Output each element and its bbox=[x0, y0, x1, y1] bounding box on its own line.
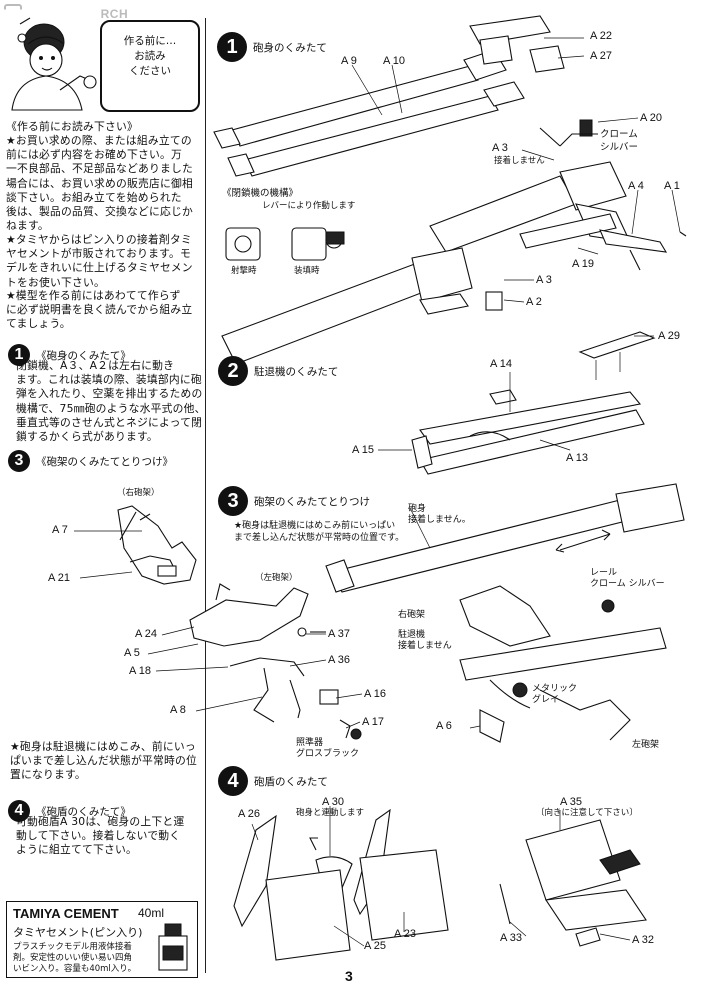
part-label: A 23 bbox=[394, 928, 417, 940]
gunsight-note: 照準器 グロスブラック bbox=[296, 738, 360, 759]
part-label: A 37 bbox=[328, 628, 351, 640]
step-number-badge: 3 bbox=[218, 486, 248, 516]
step-title: 駐退機のくみたて bbox=[254, 365, 339, 378]
step-title: 砲盾のくみたて bbox=[254, 775, 328, 788]
fire-position-label: 射撃時 bbox=[231, 266, 257, 276]
right-step-3-header: 3 砲架のくみたてとりつけ bbox=[218, 486, 370, 516]
part-label: A 1 bbox=[664, 180, 680, 192]
step-3-note: ★砲身は駐退機にはめこみ前にいっぱい まで差し込んだ状態が平常時の位置です。 bbox=[234, 521, 405, 543]
right-carriage-label-2: 右砲架 bbox=[398, 610, 426, 620]
step-body: 可動砲盾A 30は、砲身の上下と運 動して下さい。接着しないで動く ように組立て… bbox=[16, 815, 185, 857]
rail-note: レール クローム シルバー bbox=[590, 568, 665, 589]
part-label: A 26 bbox=[238, 808, 261, 820]
part-label: A 9 bbox=[341, 55, 357, 67]
step-number-badge: 1 bbox=[217, 32, 247, 62]
right-step-2-header: 2 駐退機のくみたて bbox=[218, 356, 338, 386]
part-label: A 3 bbox=[536, 274, 552, 286]
right-step-1-header: 1 砲身のくみたて bbox=[217, 32, 327, 62]
part-label: A 6 bbox=[436, 720, 452, 732]
intro-paragraph: ★お買い求めの際、または組み立ての 前には必ず内容をお確め下さい。万 一不良部品… bbox=[6, 134, 193, 233]
part-label: A 17 bbox=[362, 716, 385, 728]
step-body: 閉鎖機、A３、A２は左右に動き ます。これは装填の際、装填部内に砲 弾を入れたり… bbox=[16, 359, 206, 444]
tamiya-cement-ad: TAMIYA CEMENT 40ml タミヤセメント(ピン入り) プラスチックモ… bbox=[6, 901, 198, 978]
part-label: A 22 bbox=[590, 30, 613, 42]
metallic-grey-note: メタリック グレイ bbox=[532, 684, 578, 705]
step-title: 砲身のくみたて bbox=[253, 41, 327, 54]
part-label: A 19 bbox=[572, 258, 595, 270]
part-label: A 8 bbox=[170, 704, 186, 716]
recoil-note: 駐退機 接着しません bbox=[398, 630, 452, 651]
part-label: A 21 bbox=[48, 572, 71, 584]
breech-mechanism-title: 《閉鎖機の機構》 bbox=[222, 188, 299, 199]
part-label: A 7 bbox=[52, 524, 68, 536]
part-label: A 13 bbox=[566, 452, 589, 464]
part-label: A 10 bbox=[383, 55, 406, 67]
step-title: 《砲身のくみたて》 bbox=[36, 349, 131, 362]
part-label: A 14 bbox=[490, 358, 513, 370]
part-label: A 24 bbox=[135, 628, 158, 640]
page-number: 3 bbox=[345, 968, 353, 984]
speech-line: ください bbox=[129, 65, 171, 77]
part-label: A 27 bbox=[590, 50, 613, 62]
speech-line: 作る前に… bbox=[123, 35, 177, 47]
intro-paragraph: ★タミヤからはピン入りの接着剤タミ ヤセメントが市販されております。モ デルをき… bbox=[6, 233, 193, 289]
right-step-4-header: 4 砲盾のくみたて bbox=[218, 766, 328, 796]
part-label: A 16 bbox=[364, 688, 387, 700]
step-number-badge: 3 bbox=[8, 450, 30, 472]
step-title: 《砲盾のくみたて》 bbox=[36, 805, 131, 818]
speech-bubble: 作る前に… お読み ください bbox=[100, 20, 200, 112]
part-label: A 2 bbox=[526, 296, 542, 308]
part-label: A 30 bbox=[322, 796, 345, 808]
linked-note: 砲身と連動します bbox=[296, 808, 365, 818]
left-carriage-label-2: 左砲架 bbox=[632, 740, 660, 750]
part-label: A 3 bbox=[492, 142, 508, 154]
step-number-badge: 2 bbox=[218, 356, 248, 386]
part-label: A 35 bbox=[560, 796, 583, 808]
step-title: 《砲架のくみたてとりつけ》 bbox=[36, 455, 174, 468]
speech-line: お読み bbox=[134, 50, 166, 62]
part-label: A 15 bbox=[352, 444, 375, 456]
barrel-note: 砲身 接着しません。 bbox=[408, 504, 471, 525]
part-label: A 25 bbox=[364, 940, 387, 952]
part-label: A 36 bbox=[328, 654, 351, 666]
cement-description: プラスチックモデル用液体接着 剤。安定性のいい使い易い四角 いビン入り。容量も4… bbox=[13, 942, 137, 974]
step-number-badge: 4 bbox=[218, 766, 248, 796]
step-title: 砲架のくみたてとりつけ bbox=[254, 495, 371, 508]
column-divider bbox=[205, 18, 206, 973]
part-label: A 4 bbox=[628, 180, 644, 192]
load-position-label: 装填時 bbox=[294, 266, 320, 276]
part-label: A 32 bbox=[632, 934, 655, 946]
no-glue-note: 接着しません bbox=[494, 156, 545, 166]
part-label: A 18 bbox=[129, 665, 152, 677]
left-step-3-header: 3 《砲架のくみたてとりつけ》 bbox=[8, 450, 173, 472]
left-carriage-label: （左砲架） bbox=[255, 573, 298, 583]
left-step-1-header: 1 《砲身のくみたて》 bbox=[8, 344, 131, 366]
left-step-3-note: ★砲身は駐退機にはめこみ、前にいっ ぱいまで差し込んだ状態が平常時の位 置になり… bbox=[10, 740, 197, 782]
part-label: A 33 bbox=[500, 932, 523, 944]
right-carriage-label: （右砲架） bbox=[117, 488, 160, 498]
part-label: A 29 bbox=[658, 330, 681, 342]
lever-note: レバーにより作動します bbox=[262, 201, 356, 211]
part-label: A 20 bbox=[640, 112, 663, 124]
step-number-badge: 1 bbox=[8, 344, 30, 366]
intro-heading: 《作る前にお読み下さい》 bbox=[6, 120, 138, 133]
cement-brand: TAMIYA CEMENT bbox=[13, 906, 119, 921]
cement-bottle-icon bbox=[158, 923, 188, 971]
cement-jp-name: タミヤセメント(ピン入り) bbox=[13, 926, 143, 939]
chrome-silver-note: クローム シルバー bbox=[600, 129, 639, 153]
part-label: A 5 bbox=[124, 647, 140, 659]
cement-volume: 40ml bbox=[138, 906, 165, 920]
direction-note: 〔向きに注意して下さい〕 bbox=[536, 808, 638, 818]
left-step-4-header: 4 《砲盾のくみたて》 bbox=[8, 800, 131, 822]
step-number-badge: 4 bbox=[8, 800, 30, 822]
intro-paragraph: ★模型を作る前にはあわてて作らず に必ず説明書を良く読んでから組み立 てましょう… bbox=[6, 289, 193, 331]
